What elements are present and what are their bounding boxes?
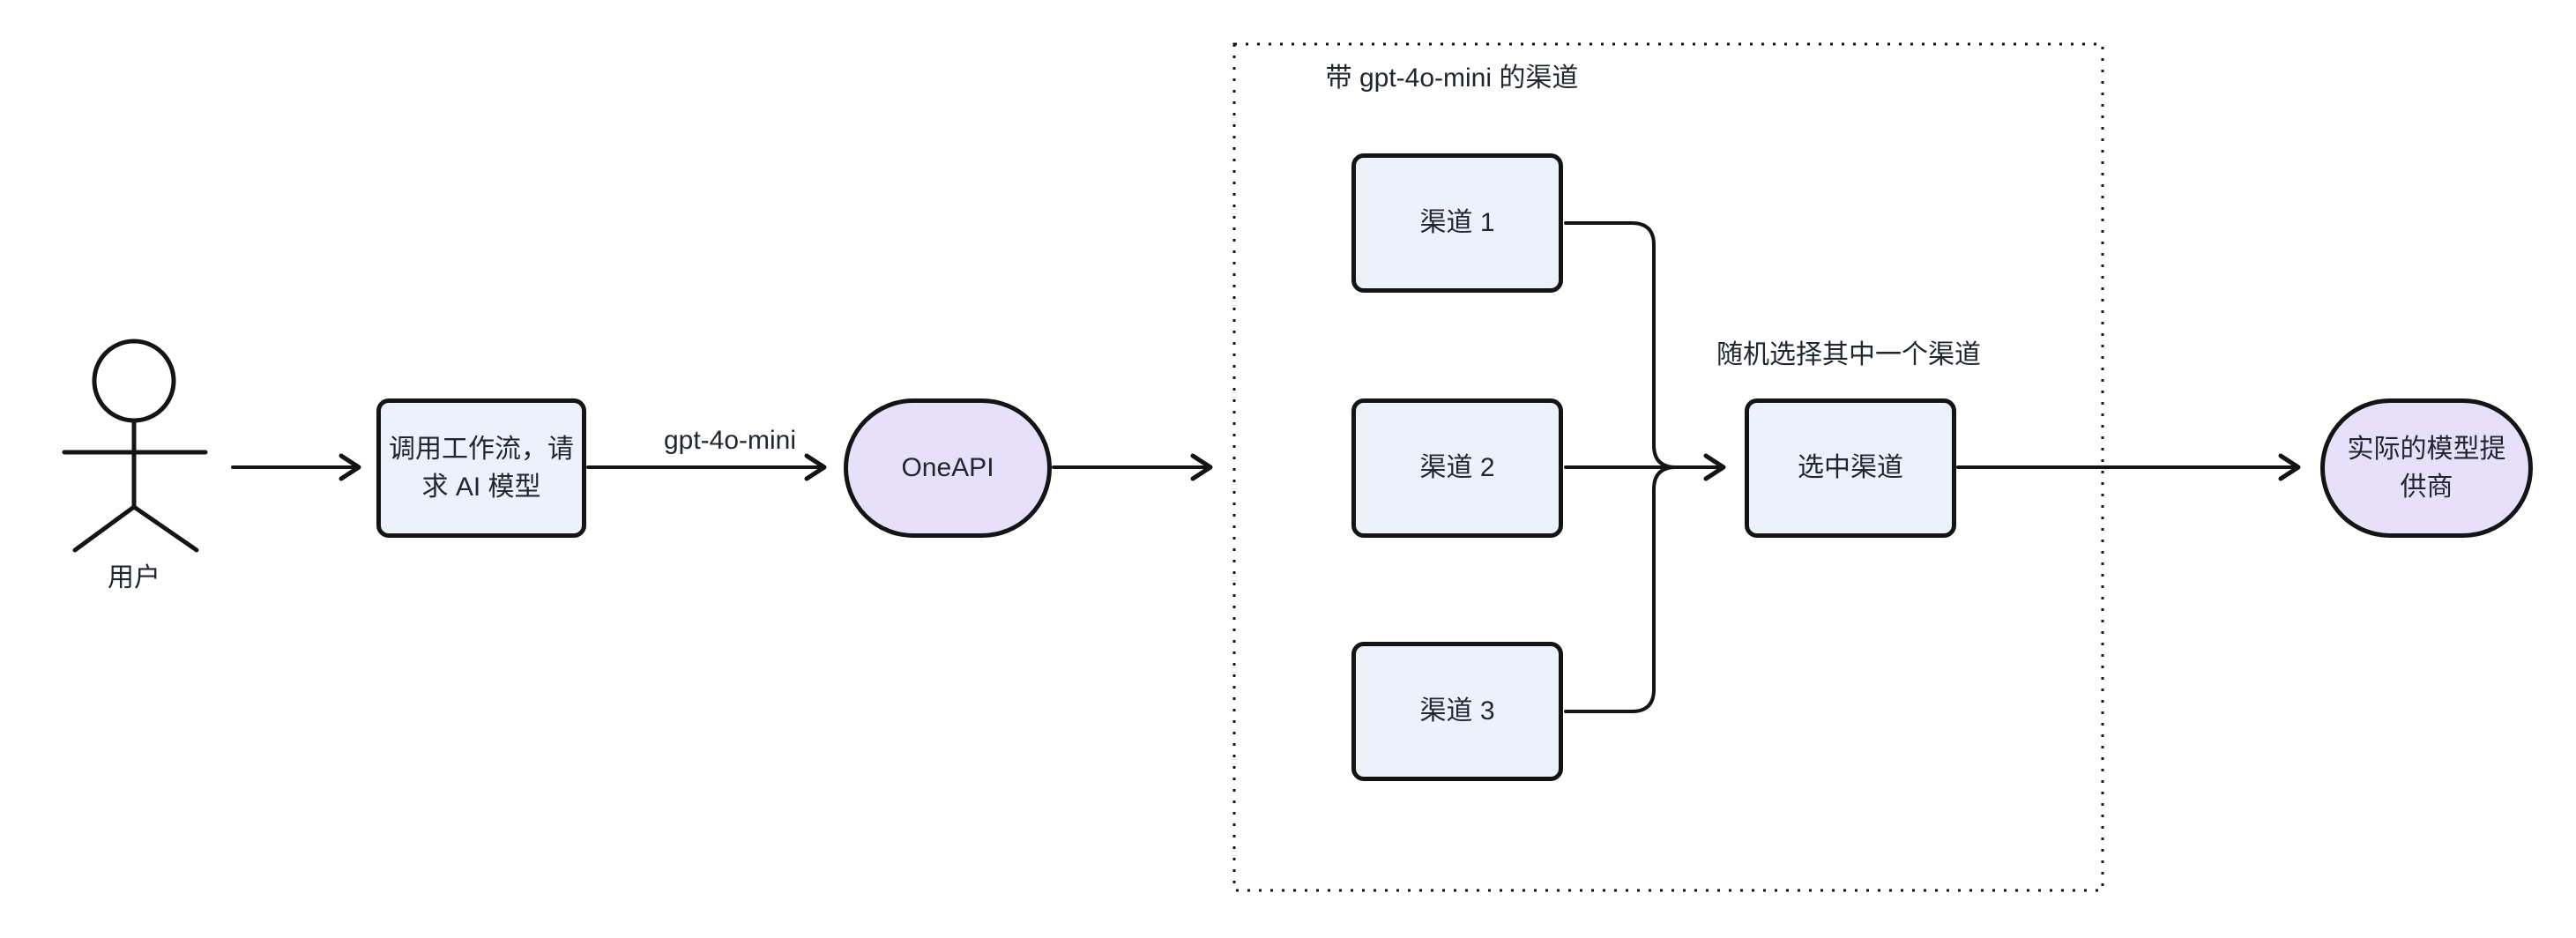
channel-3-node: 渠道 3 [1351,642,1563,781]
connector-channel3-to-merge [1564,465,1678,713]
connector-channel1-to-merge [1564,221,1678,469]
selected-channel-node: 选中渠道 [1745,398,1956,538]
actor-head [92,339,176,423]
oneapi-node: OneAPI [844,398,1052,538]
model-edge-label: gpt-4o-mini [663,426,797,455]
channel-group-title: 带 gpt-4o-mini 的渠道 [1325,63,1579,93]
actor-label: 用户 [108,563,160,592]
actor-leg-right [131,504,199,553]
actor-leg-left [72,504,137,553]
actor-figure-icon [62,339,208,553]
channel-2-node: 渠道 2 [1351,398,1563,538]
channel-1-node: 渠道 1 [1351,153,1563,293]
workflow-node: 调用工作流，请求 AI 模型 [376,398,586,538]
random-selection-label: 随机选择其中一个渠道 [1716,340,1981,369]
provider-node: 实际的模型提供商 [2320,398,2533,538]
